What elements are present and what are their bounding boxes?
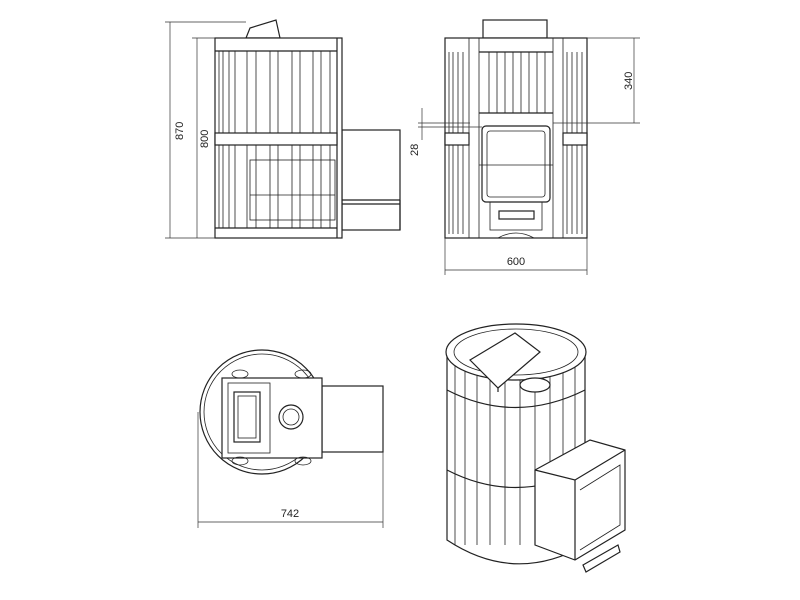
front-bars bbox=[448, 52, 583, 234]
top-view: 742 bbox=[197, 349, 384, 528]
dim-total-height: 870 bbox=[174, 122, 186, 140]
iso-firebox bbox=[534, 439, 626, 561]
chimney-pipe bbox=[245, 19, 281, 39]
iso-chimney bbox=[469, 332, 541, 389]
firebox-tunnel bbox=[341, 129, 401, 231]
dim-body-height: 800 bbox=[199, 130, 211, 148]
dim-depth: 742 bbox=[281, 508, 299, 520]
ash-pan-handle bbox=[498, 210, 535, 220]
dim-width: 600 bbox=[507, 256, 525, 268]
dim-door-offset: 28 bbox=[409, 144, 421, 156]
dim-top-to-door: 340 bbox=[623, 72, 635, 90]
front-view: 340 28 600 bbox=[409, 19, 640, 275]
isometric-view bbox=[445, 323, 626, 573]
top-firebox-tunnel bbox=[321, 385, 384, 453]
side-view: 870 800 bbox=[165, 19, 401, 239]
water-tank-hole bbox=[278, 404, 304, 430]
chimney-top bbox=[482, 19, 548, 39]
side-bars bbox=[218, 51, 331, 228]
iso-ash-pan-handle bbox=[582, 544, 621, 573]
fire-door bbox=[481, 125, 551, 203]
